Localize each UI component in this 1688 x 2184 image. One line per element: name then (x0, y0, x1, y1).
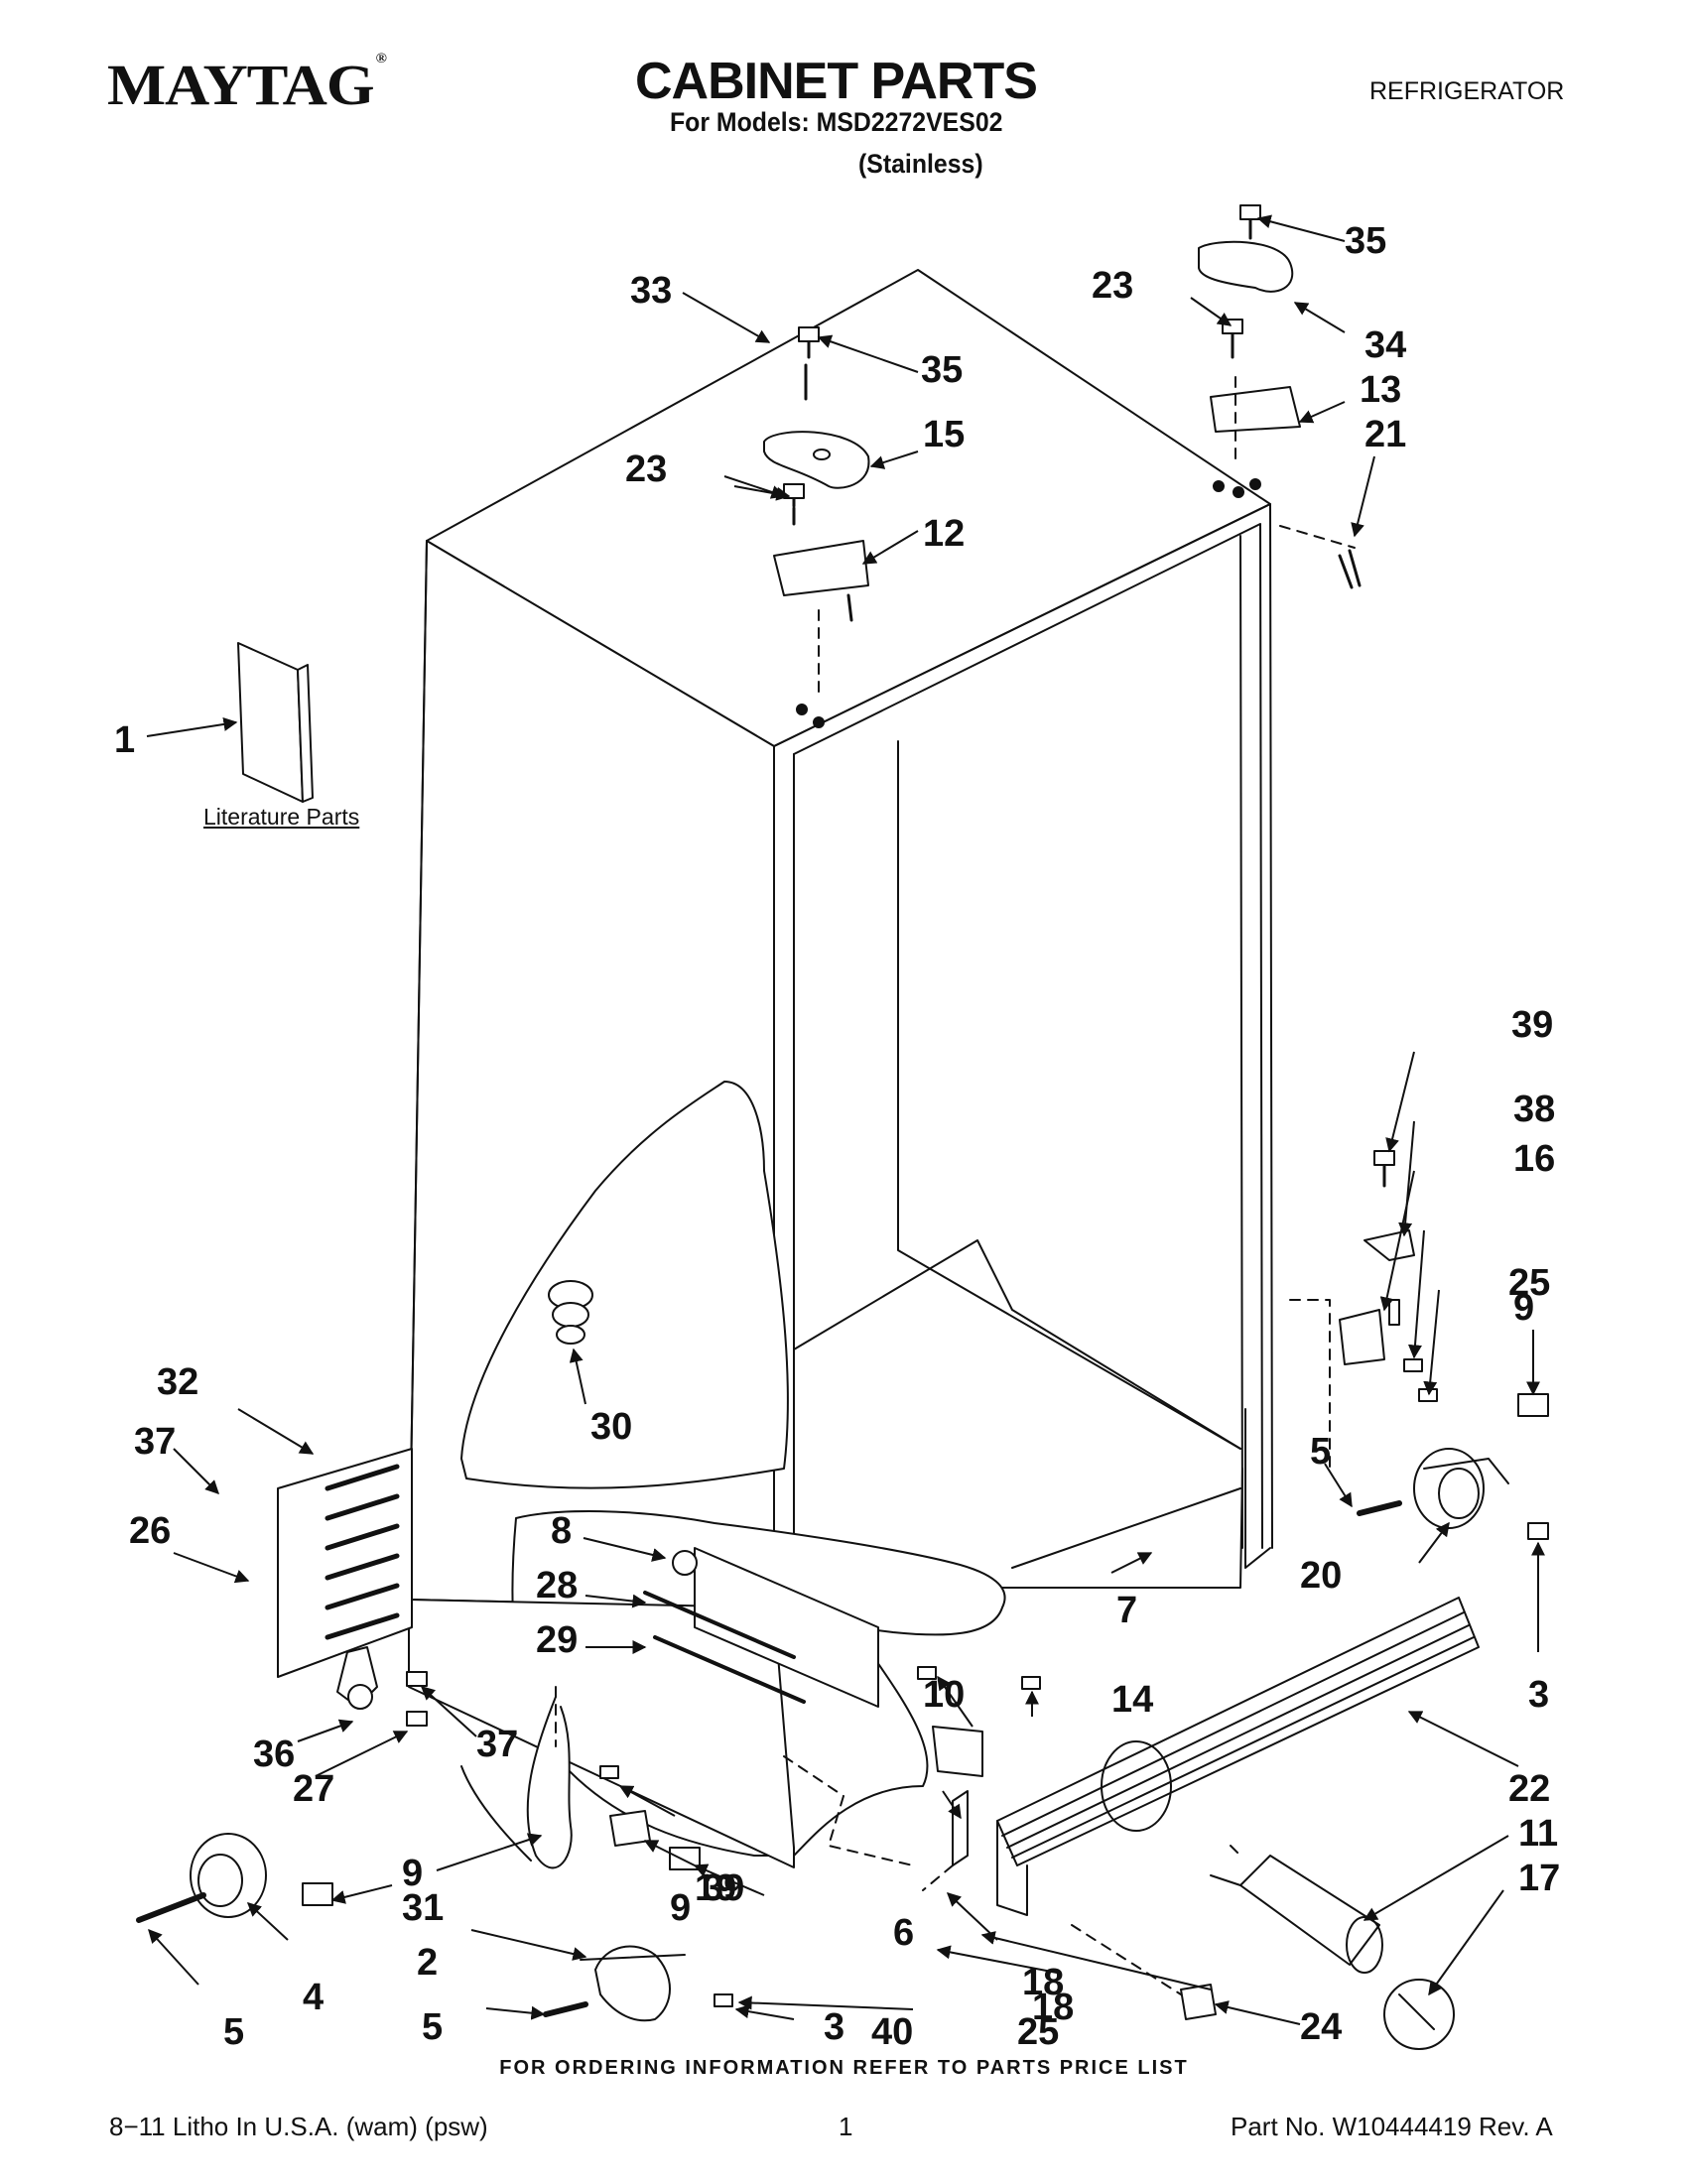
callout-3: 3 (824, 2006, 844, 2048)
callout-1: 1 (114, 719, 135, 761)
callout-40: 40 (871, 2011, 913, 2053)
brand-logo: MAYTAG® (107, 52, 387, 118)
part-number: Part No. W10444419 Rev. A (1231, 2112, 1553, 2141)
callout-19: 19 (695, 1867, 736, 1909)
leader-arrows (146, 214, 1545, 2025)
callout-39: 39 (703, 1867, 744, 1909)
ordering-note: FOR ORDERING INFORMATION REFER TO PARTS … (499, 2057, 1189, 2079)
callout-6: 6 (893, 1912, 914, 1954)
callout-25: 25 (1508, 1262, 1550, 1304)
callout-27: 27 (293, 1768, 334, 1810)
callout-5: 5 (223, 2011, 244, 2053)
callout-25: 25 (1017, 2011, 1059, 2053)
callout-38: 38 (1513, 1089, 1555, 1130)
upper-right-hinge-assembly (1198, 204, 1362, 589)
bottom-left-parts (136, 1646, 1241, 2022)
callout-8: 8 (551, 1510, 572, 1552)
filter-cap (1383, 1979, 1455, 2050)
callout-5: 5 (422, 2006, 443, 2048)
literature-book (237, 642, 314, 803)
callout-33: 33 (630, 270, 672, 312)
water-filter (1210, 1855, 1383, 1974)
callout-11: 11 (1518, 1813, 1558, 1855)
callout-13: 13 (1360, 369, 1401, 411)
callout-28: 28 (536, 1565, 578, 1606)
cutaway-freezer (460, 1081, 789, 1489)
callout-12: 12 (923, 513, 965, 555)
callout-21: 21 (1364, 414, 1406, 455)
callout-39: 39 (1511, 1004, 1553, 1046)
callout-26: 26 (129, 1510, 171, 1552)
registered-mark: ® (375, 52, 387, 66)
brand-name: MAYTAG (107, 53, 375, 117)
rear-grille-panel (277, 1448, 413, 1678)
litho-info: 8−11 Litho In U.S.A. (wam) (psw) (109, 2112, 488, 2141)
callout-20: 20 (1300, 1555, 1342, 1597)
callout-29: 29 (536, 1619, 578, 1661)
page-title: CABINET PARTS (635, 53, 1038, 110)
callout-36: 36 (253, 1734, 295, 1775)
callout-7: 7 (1116, 1590, 1137, 1631)
callout-22: 22 (1508, 1768, 1550, 1810)
callout-17: 17 (1518, 1858, 1560, 1899)
callout-37: 37 (134, 1421, 176, 1463)
callout-4: 4 (303, 1977, 324, 2018)
callout-34: 34 (1364, 324, 1406, 366)
page-number: 1 (839, 2112, 853, 2141)
drain-and-center-parts (460, 1280, 1041, 1891)
callout-10: 10 (923, 1674, 965, 1716)
upper-left-hinge-assembly (763, 326, 870, 728)
callout-35: 35 (1345, 220, 1386, 262)
base-grille (996, 1597, 1480, 1916)
callout-2: 2 (417, 1942, 438, 1984)
appliance-type: REFRIGERATOR (1369, 77, 1565, 105)
callout-32: 32 (157, 1361, 198, 1403)
callout-9: 9 (670, 1887, 691, 1929)
models-line: For Models: MSD2272VES02 (670, 107, 1003, 137)
callout-9: 9 (402, 1853, 423, 1894)
callout-9: 9 (1513, 1287, 1534, 1329)
callout-16: 16 (1513, 1138, 1555, 1180)
callout-35: 35 (921, 349, 963, 391)
callout-15: 15 (923, 414, 965, 455)
callout-18: 18 (1022, 1962, 1064, 2003)
finish-label: (Stainless) (858, 149, 983, 179)
callout-31: 31 (402, 1887, 444, 1929)
callout-37: 37 (476, 1724, 518, 1765)
callout-30: 30 (590, 1406, 632, 1448)
callout-18: 18 (1032, 1987, 1074, 2028)
callout-3: 3 (1528, 1674, 1549, 1716)
callout-14: 14 (1111, 1679, 1153, 1721)
right-lower-hinge-assembly (1289, 1150, 1549, 1540)
callout-23: 23 (1092, 265, 1133, 307)
literature-parts-label: Literature Parts (203, 804, 360, 830)
callout-5: 5 (1310, 1431, 1331, 1473)
callout-24: 24 (1300, 2006, 1342, 2048)
callout-23: 23 (625, 449, 667, 490)
